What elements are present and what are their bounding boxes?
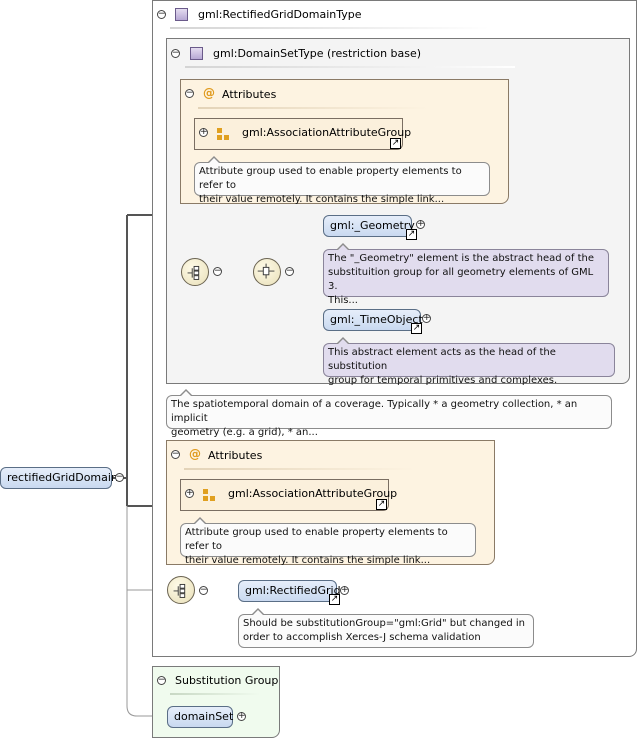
note-line: geometry (e.g. a grid), * an... bbox=[171, 427, 318, 438]
element-time-object[interactable]: gml:_TimeObject ↗ bbox=[323, 309, 423, 334]
note-line: This abstract element acts as the head o… bbox=[328, 347, 556, 372]
collapse-toggle[interactable]: − bbox=[157, 9, 166, 19]
annotation-note: The "_Geometry" element is the abstract … bbox=[323, 243, 609, 306]
complex-type-icon bbox=[175, 8, 188, 21]
note-line: substituition group for all geometry ele… bbox=[328, 267, 594, 292]
annotation-note: Attribute group used to enable property … bbox=[194, 156, 490, 205]
expand-toggle[interactable]: + bbox=[199, 127, 208, 137]
link-arrow-icon[interactable]: ↗ bbox=[329, 594, 340, 605]
expand-toggle[interactable]: + bbox=[416, 219, 425, 229]
attributes-title: Attributes bbox=[222, 88, 277, 101]
link-arrow-icon[interactable]: ↗ bbox=[376, 499, 387, 510]
expand-toggle[interactable]: + bbox=[422, 313, 431, 323]
collapse-toggle[interactable]: − bbox=[157, 675, 166, 685]
collapse-toggle[interactable]: − bbox=[171, 449, 180, 459]
expand-toggle[interactable]: + bbox=[185, 488, 194, 498]
note-line: Attribute group used to enable property … bbox=[199, 166, 462, 191]
collapse-toggle[interactable]: − bbox=[185, 88, 194, 98]
attributes-title: Attributes bbox=[208, 449, 263, 462]
attribute-group-label: gml:AssociationAttributeGroup bbox=[228, 487, 398, 500]
element-geometry[interactable]: gml:_Geometry ↗ bbox=[323, 215, 417, 240]
collapse-toggle[interactable]: − bbox=[199, 585, 208, 595]
base-type-icon bbox=[190, 47, 203, 60]
substitution-group-title: Substitution Group bbox=[175, 674, 279, 687]
link-arrow-icon[interactable]: ↗ bbox=[390, 138, 401, 149]
attribute-group-node[interactable]: + gml:AssociationAttributeGroup ↗ bbox=[180, 479, 397, 511]
element-rectified-grid[interactable]: gml:RectifiedGrid ↗ bbox=[238, 580, 341, 605]
title-divider bbox=[185, 66, 515, 68]
annotation-note: Attribute group used to enable property … bbox=[180, 517, 476, 566]
base-type-title: gml:DomainSetType (restriction base) bbox=[213, 47, 422, 60]
note-line: their value remotely. It contains the si… bbox=[185, 555, 431, 566]
element-label: gml:_Geometry bbox=[330, 219, 415, 232]
sequence-compositor-icon[interactable] bbox=[181, 258, 209, 286]
title-divider bbox=[198, 107, 428, 109]
element-label: domainSet bbox=[174, 710, 234, 723]
collapse-toggle[interactable]: − bbox=[171, 48, 180, 58]
link-arrow-icon[interactable]: ↗ bbox=[406, 229, 417, 240]
collapse-toggle[interactable]: − bbox=[285, 266, 294, 276]
complex-type-title: gml:RectifiedGridDomainType bbox=[198, 8, 362, 21]
expand-toggle[interactable]: + bbox=[237, 711, 246, 721]
at-icon: @ bbox=[189, 447, 201, 461]
element-label: gml:_TimeObject bbox=[330, 313, 423, 326]
note-line: The spatiotemporal domain of a coverage.… bbox=[171, 399, 578, 424]
expand-toggle[interactable]: + bbox=[340, 585, 349, 595]
element-label: rectifiedGridDomain bbox=[7, 471, 118, 484]
attribute-group-node[interactable]: + gml:AssociationAttributeGroup ↗ bbox=[194, 118, 411, 150]
note-line: The "_Geometry" element is the abstract … bbox=[328, 253, 595, 264]
collapse-toggle[interactable]: − bbox=[213, 266, 222, 276]
title-divider bbox=[184, 468, 414, 470]
element-label: gml:RectifiedGrid bbox=[245, 584, 341, 597]
root-element[interactable]: rectifiedGridDomain bbox=[0, 467, 118, 489]
attribute-group-icon bbox=[203, 489, 215, 501]
note-line: group for temporal primitives and comple… bbox=[328, 375, 558, 386]
note-line: order to accomplish Xerces-J schema vali… bbox=[243, 632, 481, 643]
title-divider bbox=[170, 693, 260, 695]
attribute-group-icon bbox=[217, 128, 229, 140]
note-line: their value remotely. It contains the si… bbox=[199, 194, 445, 205]
attribute-group-label: gml:AssociationAttributeGroup bbox=[242, 126, 412, 139]
element-domain-set[interactable]: domainSet bbox=[167, 706, 233, 728]
annotation-note: This abstract element acts as the head o… bbox=[323, 337, 615, 386]
note-line: Should be substitutionGroup="gml:Grid" b… bbox=[243, 618, 525, 629]
at-icon: @ bbox=[203, 86, 215, 100]
annotation-note: Should be substitutionGroup="gml:Grid" b… bbox=[238, 608, 534, 648]
note-line: Attribute group used to enable property … bbox=[185, 527, 448, 552]
link-arrow-icon[interactable]: ↗ bbox=[411, 323, 422, 334]
choice-compositor-icon[interactable] bbox=[253, 258, 281, 286]
title-divider bbox=[170, 27, 490, 29]
annotation-note: The spatiotemporal domain of a coverage.… bbox=[166, 389, 612, 438]
sequence-compositor-icon[interactable] bbox=[167, 576, 195, 604]
note-line: This... bbox=[328, 295, 358, 306]
collapse-toggle[interactable]: − bbox=[115, 472, 124, 482]
